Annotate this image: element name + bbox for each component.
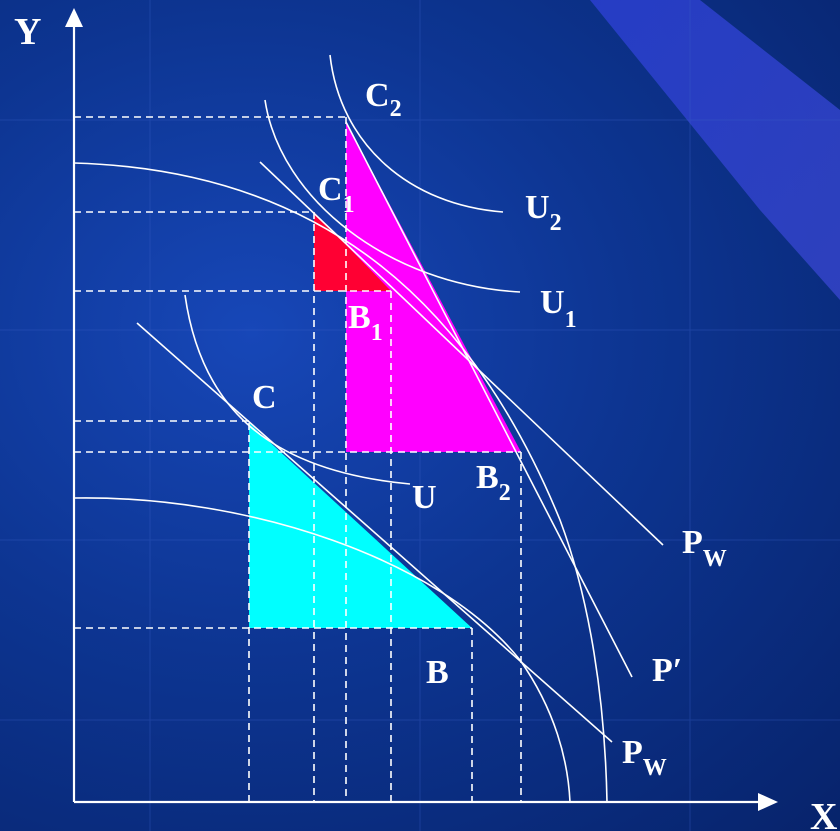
curve-u2-label: U2 bbox=[525, 189, 562, 236]
curve-u1-label: U1 bbox=[540, 284, 577, 333]
point-b1-label: B1 bbox=[348, 299, 383, 346]
x-axis-label: X bbox=[810, 796, 837, 831]
cyan-trade-triangle bbox=[249, 423, 472, 628]
price-line-pw-upper bbox=[259, 161, 664, 546]
curve-pw-upper-label: PW bbox=[682, 524, 727, 572]
production-frontier-outer bbox=[73, 162, 608, 803]
price-line-pw-lower bbox=[136, 322, 613, 743]
curve-pw-lower-label: PW bbox=[622, 734, 667, 781]
y-axis-label: Y bbox=[14, 11, 41, 53]
indifference-curve-u1 bbox=[264, 99, 521, 293]
dashed-guides bbox=[74, 116, 522, 802]
point-c-label: C bbox=[252, 379, 277, 416]
point-c2-label: C2 bbox=[365, 77, 402, 122]
point-b2-label: B2 bbox=[476, 459, 511, 506]
point-c1-label: C1 bbox=[318, 171, 355, 218]
curve-u-label: U bbox=[412, 479, 437, 516]
curve-p-prime-label: P′ bbox=[652, 652, 682, 689]
labels: Y X C2 C1 B1 C B2 B U2 U1 U PW P′ PW bbox=[14, 11, 837, 831]
indifference-curve-u bbox=[184, 294, 411, 485]
price-line-p-prime bbox=[345, 121, 633, 678]
point-b-label: B bbox=[426, 654, 449, 691]
x-axis-arrow bbox=[758, 793, 778, 811]
axes bbox=[65, 8, 778, 811]
production-frontier-inner bbox=[73, 497, 571, 803]
indifference-curve-u2 bbox=[329, 54, 504, 213]
curves bbox=[73, 54, 664, 803]
decorative-band bbox=[590, 0, 840, 300]
y-axis-arrow bbox=[65, 8, 83, 27]
